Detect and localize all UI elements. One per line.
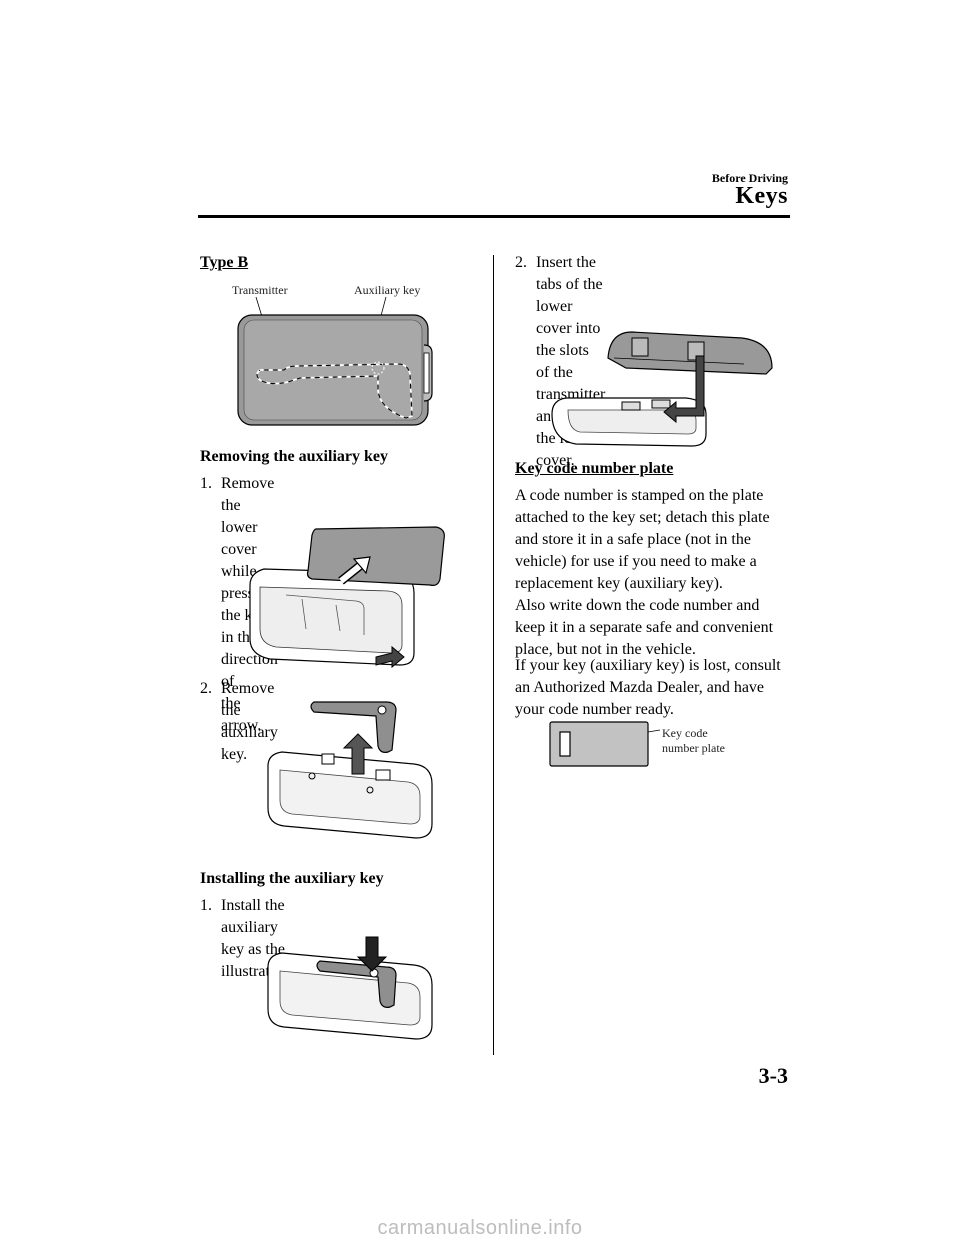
watermark: carmanualsonline.info xyxy=(377,1217,583,1239)
paragraph-line: your code number ready. xyxy=(515,701,674,718)
install-cover-figure xyxy=(551,331,773,447)
key-code-plate-figure xyxy=(549,721,661,767)
step-line: Remove the lower cover while xyxy=(221,475,275,580)
label-transmitter: Transmitter xyxy=(232,283,288,297)
column-divider xyxy=(493,255,494,1055)
header-rule xyxy=(198,215,790,218)
plate-label-line: number plate xyxy=(662,741,725,755)
paragraph-line: and store it in a safe place (not in the xyxy=(515,531,751,548)
paragraph-line: Also write down the code number and xyxy=(515,597,760,614)
step-line: Insert the tabs of the lower cover into xyxy=(536,254,603,337)
step-line: Install the auxiliary key as the xyxy=(221,897,285,958)
plate-label-line: Key code xyxy=(662,726,708,740)
paragraph-line: place, but not in the vehicle. xyxy=(515,641,696,658)
plate-heading: Key code number plate xyxy=(515,460,674,477)
type-heading: Type B xyxy=(200,254,249,271)
step-line: Remove the auxiliary key. xyxy=(221,680,278,763)
paragraph-line: vehicle) for use if you need to make a xyxy=(515,553,757,570)
paragraph-line: If your key (auxiliary key) is lost, con… xyxy=(515,657,781,674)
section-title: Before Driving xyxy=(711,171,788,185)
paragraph-line: keep it in a separate safe and convenien… xyxy=(515,619,774,636)
remove-cover-figure xyxy=(249,526,445,669)
paragraph-line: attached to the key set; detach this pla… xyxy=(515,509,770,526)
removing-heading: Removing the auxiliary key xyxy=(200,448,388,465)
transmitter-figure xyxy=(237,296,433,426)
paragraph-line: an Authorized Mazda Dealer, and have xyxy=(515,679,765,696)
paragraph-line: replacement key (auxiliary key). xyxy=(515,575,723,592)
paragraph-line: A code number is stamped on the plate xyxy=(515,487,764,504)
page-number: 3-3 xyxy=(758,1063,788,1088)
step-number: 2. xyxy=(200,680,212,697)
page-title: Keys xyxy=(735,183,788,209)
plate-label: Key code number plate xyxy=(662,726,725,756)
plate-paragraph-2: If your key (auxiliary key) is lost, con… xyxy=(515,655,781,721)
step-number: 2. xyxy=(515,254,527,271)
installing-heading: Installing the auxiliary key xyxy=(200,870,384,887)
plate-paragraph-1: A code number is stamped on the plate at… xyxy=(515,485,773,661)
remove-key-figure xyxy=(267,701,433,839)
label-auxiliary-key: Auxiliary key xyxy=(354,283,421,297)
step-number: 1. xyxy=(200,897,212,914)
install-key-figure xyxy=(267,936,433,1040)
step-number: 1. xyxy=(200,475,212,492)
step-line: the arrow. xyxy=(221,695,262,734)
